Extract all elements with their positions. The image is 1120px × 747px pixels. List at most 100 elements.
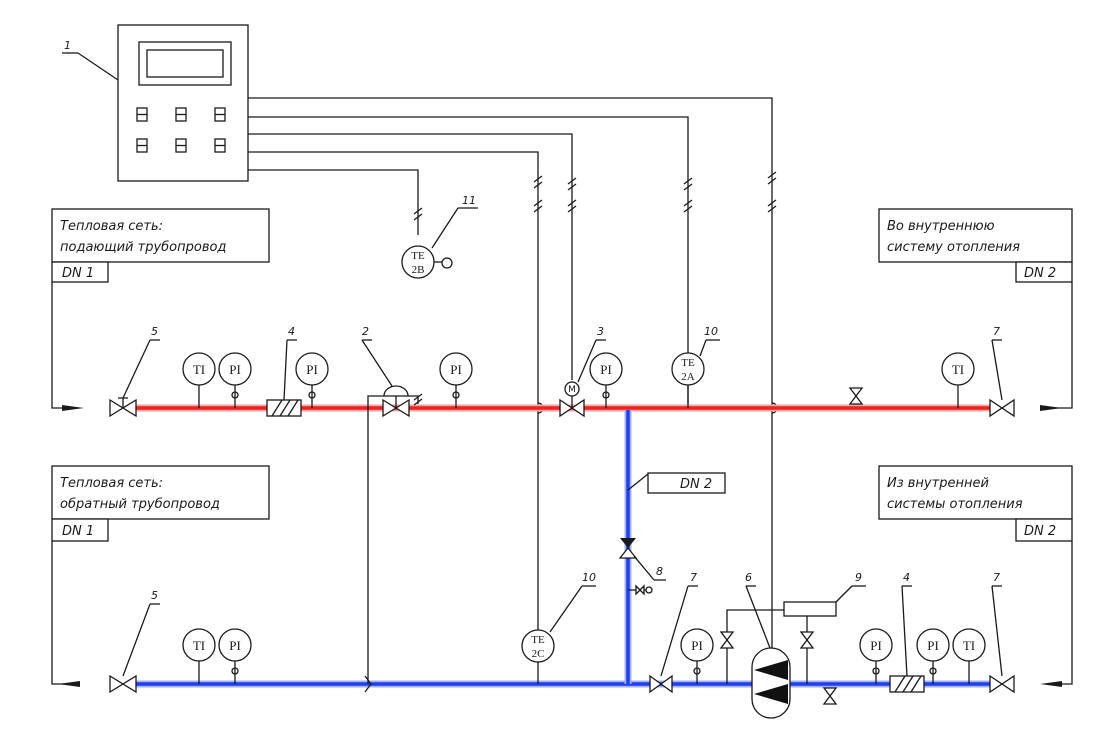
callout-pumps-label: 6 — [745, 571, 752, 584]
outdoor-sensor-te2b: TE 2B — [401, 245, 453, 279]
gate-valve-return-in — [989, 674, 1015, 694]
box-to-heating: Во внутреннюю систему отопления DN 2 — [878, 208, 1073, 283]
box-from-heating-line1: Из внутренней — [887, 476, 989, 491]
gate-valve-return-pump — [649, 674, 673, 694]
filter-return — [889, 675, 925, 693]
pi-return-2-label: PI — [691, 638, 703, 653]
callout-filter-bottom-label: 4 — [903, 571, 910, 584]
callout-sensor-2a-label: 10 — [704, 325, 718, 338]
motorized-valve: M — [559, 381, 585, 418]
callout-pumps: 6 — [745, 571, 771, 649]
pi-supply-3-label: PI — [450, 362, 462, 377]
callout-check-valve-label: 8 — [656, 565, 663, 578]
te-2c-bottom-label: 2C — [532, 648, 545, 660]
check-valve — [618, 538, 653, 596]
ti-return-1: TI — [182, 628, 216, 684]
pi-return-4: PI — [916, 628, 950, 684]
callout-gate-return-pump: 7 — [660, 571, 698, 677]
callout-pressure-switch: 9 — [835, 571, 866, 603]
box-from-heating-dn: DN 2 — [1024, 524, 1056, 539]
callout-filter-top-label: 4 — [288, 325, 295, 338]
callout-filter-top: 4 — [283, 325, 297, 401]
callout-gate-supply-out-label: 7 — [993, 325, 1000, 338]
box-supply-network: Тепловая сеть: подающий трубопровод DN 1 — [51, 208, 270, 283]
pi-return-2: PI — [680, 628, 714, 684]
callout-sensor-2c-label: 10 — [582, 571, 596, 584]
actuator-mark: M — [568, 385, 576, 395]
callout-outdoor-sensor-label: 11 — [462, 194, 476, 207]
callout-valve-actuator: 3 — [577, 325, 606, 383]
pi-supply-2: PI — [295, 352, 329, 408]
te-2a-top-label: TE — [681, 357, 695, 369]
callout-gate-supply-out: 7 — [991, 325, 1003, 401]
ti-supply-out: TI — [941, 352, 975, 408]
ti-return-out: TI — [952, 628, 986, 684]
callout-gate-supply-in: 5 — [122, 325, 160, 399]
pi-return-3-label: PI — [870, 638, 882, 653]
pump-pair — [751, 647, 791, 719]
callout-control-valve-label: 2 — [362, 325, 369, 338]
callout-valve-actuator-label: 3 — [597, 325, 604, 338]
box-from-heating-line2: системы отопления — [887, 497, 1023, 512]
box-supply-network-line2: подающий трубопровод — [60, 240, 226, 255]
drain-valve-return — [822, 687, 838, 705]
pump-bypass — [719, 609, 815, 684]
pressure-switch — [783, 601, 837, 617]
ti-supply-1-label: TI — [193, 362, 205, 377]
ti-supply-out-label: TI — [952, 362, 964, 377]
te-2a-sensor: TE 2A — [671, 352, 705, 408]
ti-return-1-label: TI — [193, 638, 205, 653]
callout-gate-return-out-label: 5 — [151, 589, 158, 602]
drain-valve-supply — [848, 387, 864, 405]
gate-valve-supply-in — [109, 397, 137, 418]
box-bridge-dn: DN 2 — [627, 472, 726, 494]
box-supply-network-dn: DN 1 — [62, 266, 94, 281]
box-to-heating-line2: систему отопления — [887, 240, 1020, 255]
box-return-network-line2: обратный трубопровод — [60, 497, 220, 512]
pi-return-1-label: PI — [229, 638, 241, 653]
te2b-top-label: TE — [411, 250, 425, 262]
callout-gate-return-pump-label: 7 — [690, 571, 697, 584]
box-supply-network-line1: Тепловая сеть: — [60, 219, 163, 234]
box-return-network-dn: DN 1 — [62, 524, 94, 539]
callout-gate-return-out: 5 — [122, 589, 160, 677]
callout-check-valve: 8 — [633, 555, 666, 581]
gate-valve-return-out — [109, 674, 137, 694]
box-to-heating-line1: Во внутреннюю — [887, 219, 995, 234]
callout-outdoor-sensor: 11 — [431, 194, 478, 249]
te-2c-top-label: TE — [531, 634, 545, 646]
ti-return-out-label: TI — [963, 638, 975, 653]
signal-wires — [248, 97, 778, 686]
pi-supply-2-label: PI — [306, 362, 318, 377]
filter-supply — [266, 399, 302, 417]
box-from-heating: Из внутренней системы отопления DN 2 — [878, 465, 1073, 542]
callout-sensor-2a: 10 — [699, 325, 720, 357]
box-to-heating-dn: DN 2 — [1024, 266, 1056, 281]
te-2c-sensor: TE 2C — [521, 629, 555, 684]
pi-supply-3: PI — [439, 352, 473, 408]
callout-pressure-switch-label: 9 — [855, 571, 862, 584]
pi-supply-1: PI — [218, 352, 252, 408]
pi-return-4-label: PI — [927, 638, 939, 653]
pi-supply-4: PI — [589, 352, 623, 408]
ti-supply-1: TI — [182, 352, 216, 408]
box-bridge-dn-label: DN 2 — [680, 477, 712, 492]
callout-gate-supply-in-label: 5 — [151, 325, 158, 338]
box-leaders — [51, 282, 1073, 687]
box-return-network-line1: Тепловая сеть: — [60, 476, 163, 491]
callout-gate-return-in-label: 7 — [993, 571, 1000, 584]
control-valve — [364, 385, 423, 693]
callout-controller: 1 — [62, 39, 119, 81]
controller-cabinet — [117, 24, 249, 182]
te-2a-bottom-label: 2A — [681, 371, 695, 383]
te2b-bottom-label: 2B — [412, 264, 425, 276]
controller-indicators — [136, 107, 226, 153]
callout-gate-return-in: 7 — [991, 571, 1003, 677]
callout-sensor-2c: 10 — [549, 571, 596, 633]
callout-controller-label: 1 — [64, 39, 71, 52]
callout-filter-bottom: 4 — [901, 571, 912, 677]
box-return-network: Тепловая сеть: обратный трубопровод DN 1 — [51, 465, 270, 542]
pi-return-3: PI — [859, 628, 893, 684]
pi-supply-1-label: PI — [229, 362, 241, 377]
